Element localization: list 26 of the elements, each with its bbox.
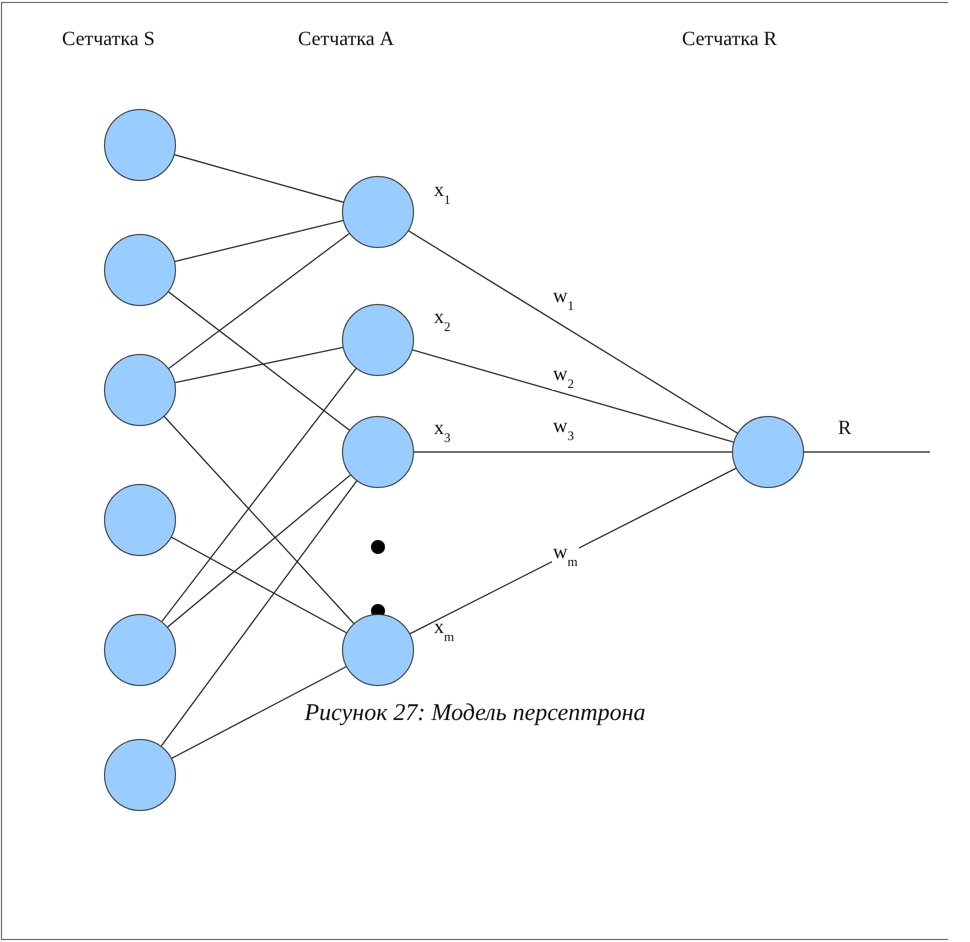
connection-line [168, 233, 350, 369]
layer-heading: Сетчатка S [62, 28, 155, 51]
neuron-label: R [838, 418, 852, 438]
figure-caption: Рисунок 27: Модель персептрона [303, 700, 646, 727]
connection-line [164, 416, 354, 624]
connection-line [408, 230, 738, 434]
connection-line [171, 536, 347, 634]
connection-line [804, 451, 930, 453]
neuron-label: x$_{2}$ [434, 307, 450, 333]
connection-line [410, 468, 736, 634]
connection-line [174, 220, 344, 262]
connection-line [167, 474, 351, 628]
connection-line [412, 349, 734, 443]
connection-line [175, 346, 343, 384]
connection-line [160, 480, 358, 746]
neuron-label: x$_{m}$ [434, 617, 454, 643]
layer-heading: Сетчатка A [298, 28, 394, 51]
neuron-label: x$_{1}$ [434, 180, 450, 206]
neuron-circle [342, 614, 414, 686]
connection-line [414, 451, 732, 453]
connection-line [172, 666, 346, 759]
neuron-label: x$_{3}$ [434, 418, 450, 444]
connection-line [161, 368, 357, 622]
connection-line [174, 154, 344, 203]
layer-heading: Сетчатка R [682, 28, 777, 51]
connection-line [168, 291, 350, 431]
